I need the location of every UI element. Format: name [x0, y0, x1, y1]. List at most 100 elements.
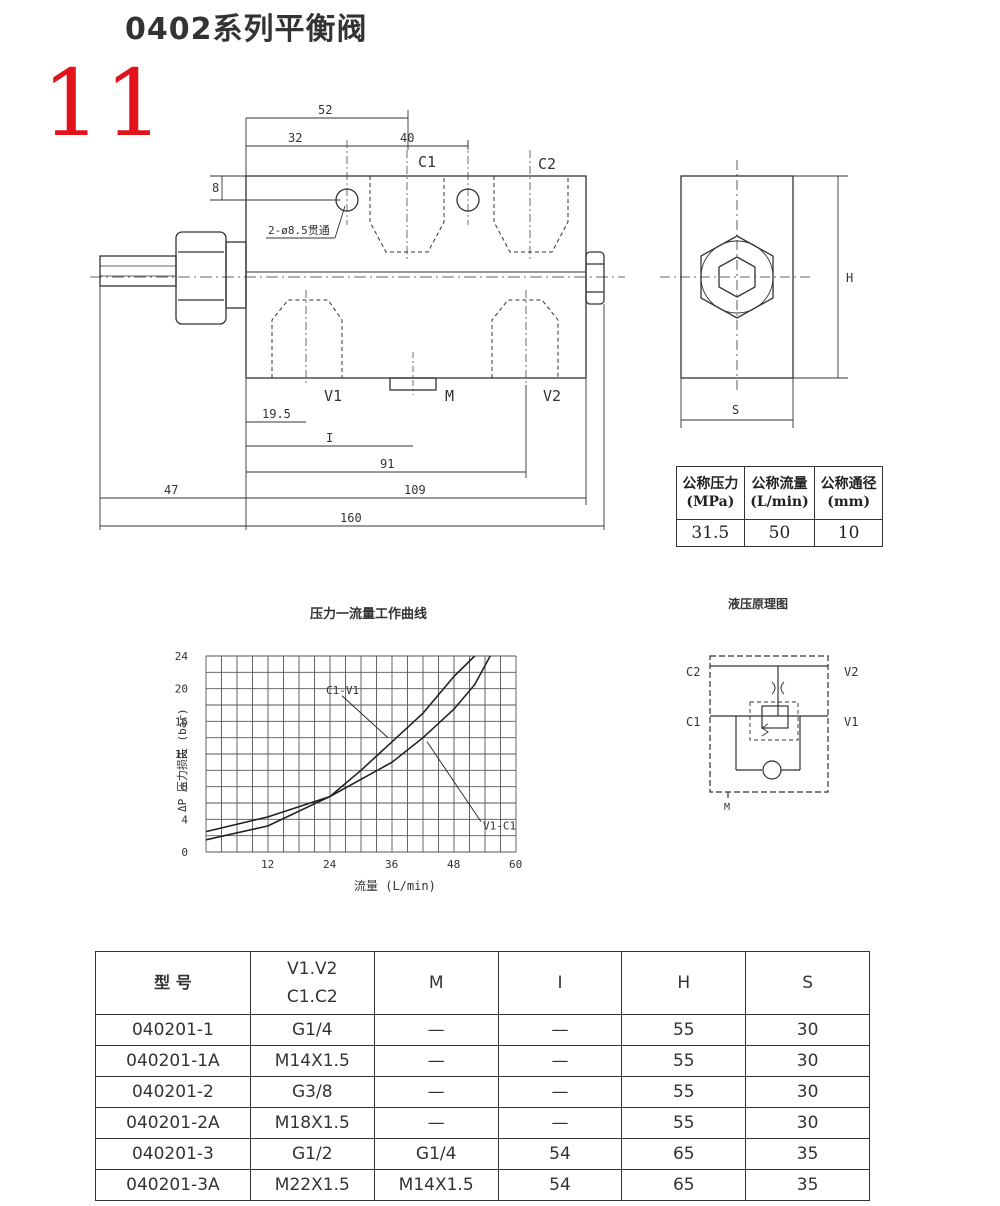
- cell-s: 35: [745, 1138, 870, 1170]
- port-c1-label: C1: [418, 153, 436, 171]
- valve-drawing: 52 32 40 8 2-ø8.5贯通 19.5 I 91 47 109 160…: [90, 103, 853, 530]
- cell-m: —: [373, 1014, 499, 1046]
- cell-model: 040201-3A: [95, 1169, 251, 1201]
- cell-thread: G1/4: [249, 1014, 375, 1046]
- page-title: 0402系列平衡阀: [125, 12, 368, 47]
- y-tick-label: 20: [175, 683, 188, 696]
- cell-i: 54: [497, 1138, 623, 1170]
- schematic-label-c2: C2: [686, 665, 700, 679]
- dim-H: H: [846, 271, 853, 285]
- y-tick-label: 16: [175, 715, 188, 728]
- x-tick-label: 60: [509, 858, 522, 871]
- dim-91: 91: [380, 457, 394, 471]
- chart-title: 压力一流量工作曲线: [310, 606, 427, 622]
- cell-s: 35: [745, 1169, 870, 1201]
- model-header-m: M: [373, 951, 499, 1015]
- spec-unit-bore: (mm): [827, 494, 871, 510]
- cell-i: 54: [497, 1169, 623, 1201]
- dim-32: 32: [288, 131, 302, 145]
- series-label-c1-v1: C1-V1: [326, 684, 359, 697]
- dim-160: 160: [340, 511, 362, 525]
- y-tick-label: 24: [175, 650, 189, 663]
- dim-8: 8: [212, 181, 219, 195]
- cell-thread: G3/8: [249, 1076, 375, 1108]
- page-number: 11: [42, 50, 168, 157]
- x-tick-label: 48: [447, 858, 460, 871]
- port-c2-label: C2: [538, 155, 556, 173]
- schematic-label-c1: C1: [686, 715, 700, 729]
- y-tick-label: 12: [175, 748, 188, 761]
- cell-i: —: [497, 1014, 623, 1046]
- series-leader: [341, 695, 389, 739]
- spec-value-pressure: 31.5: [676, 519, 745, 547]
- series-leader: [426, 741, 482, 822]
- cell-model: 040201-3: [95, 1138, 251, 1170]
- cell-model: 040201-2A: [95, 1107, 251, 1139]
- cell-h: 65: [621, 1138, 747, 1170]
- model-header-s: S: [745, 951, 870, 1015]
- series-label-v1-c1: V1-C1: [483, 820, 516, 833]
- cell-i: —: [497, 1107, 623, 1139]
- cell-h: 55: [621, 1107, 747, 1139]
- cell-model: 040201-1A: [95, 1045, 251, 1077]
- spec-unit-flow: (L/min): [750, 494, 809, 510]
- cell-h: 55: [621, 1045, 747, 1077]
- spec-value-bore: 10: [814, 519, 883, 547]
- model-header-h: H: [621, 951, 747, 1015]
- cell-s: 30: [745, 1014, 870, 1046]
- schematic-label-m: M: [724, 802, 730, 813]
- cell-i: —: [497, 1076, 623, 1108]
- cell-s: 30: [745, 1076, 870, 1108]
- cell-m: —: [373, 1076, 499, 1108]
- cell-thread: M14X1.5: [249, 1045, 375, 1077]
- x-tick-label: 36: [385, 858, 398, 871]
- x-tick-label: 24: [323, 858, 337, 871]
- cell-m: —: [373, 1045, 499, 1077]
- dim-47: 47: [164, 483, 178, 497]
- dim-hole: 2-ø8.5贯通: [268, 224, 330, 237]
- chart-xlabel: 流量 (L/min): [354, 879, 436, 893]
- cell-thread: M18X1.5: [249, 1107, 375, 1139]
- cell-m: M14X1.5: [373, 1169, 499, 1201]
- spec-header-pressure: 公称压力: [682, 476, 739, 492]
- dim-S: S: [732, 403, 739, 417]
- cell-m: G1/4: [373, 1138, 499, 1170]
- dim-109: 109: [404, 483, 426, 497]
- schematic-label-v2: V2: [844, 665, 858, 679]
- adjuster-nut: [175, 231, 227, 325]
- schematic-title: 液压原理图: [728, 596, 788, 611]
- schematic-boundary: [709, 655, 829, 793]
- cell-i: —: [497, 1045, 623, 1077]
- series-line-v1-c1: [205, 655, 491, 833]
- spec-header-bore: 公称通径: [820, 476, 877, 492]
- port-v1-label: V1: [324, 387, 342, 405]
- cell-model: 040201-1: [95, 1014, 251, 1046]
- dim-I: I: [326, 431, 333, 445]
- port-v2-label: V2: [543, 387, 561, 405]
- chart-ylabel: ΔP 压力损失 (bar): [175, 708, 189, 812]
- y-tick-label: 4: [181, 813, 188, 826]
- y-tick-label: 0: [181, 846, 188, 859]
- series-line-c1-v1: [205, 655, 476, 841]
- model-header-v: V1.V2: [287, 959, 338, 979]
- spec-unit-pressure: (MPa): [686, 494, 735, 510]
- dim-52: 52: [318, 103, 332, 117]
- hydraulic-schematic: 液压原理图 C2 V2 C1 V1 M: [686, 596, 858, 813]
- schematic-label-v1: V1: [844, 715, 858, 729]
- model-header-i: I: [497, 951, 623, 1015]
- cell-thread: M22X1.5: [249, 1169, 375, 1201]
- model-header-c: C1.C2: [286, 987, 338, 1007]
- cell-m: —: [373, 1107, 499, 1139]
- port-m-label: M: [445, 387, 454, 405]
- cell-s: 30: [745, 1107, 870, 1139]
- dim-40: 40: [400, 131, 414, 145]
